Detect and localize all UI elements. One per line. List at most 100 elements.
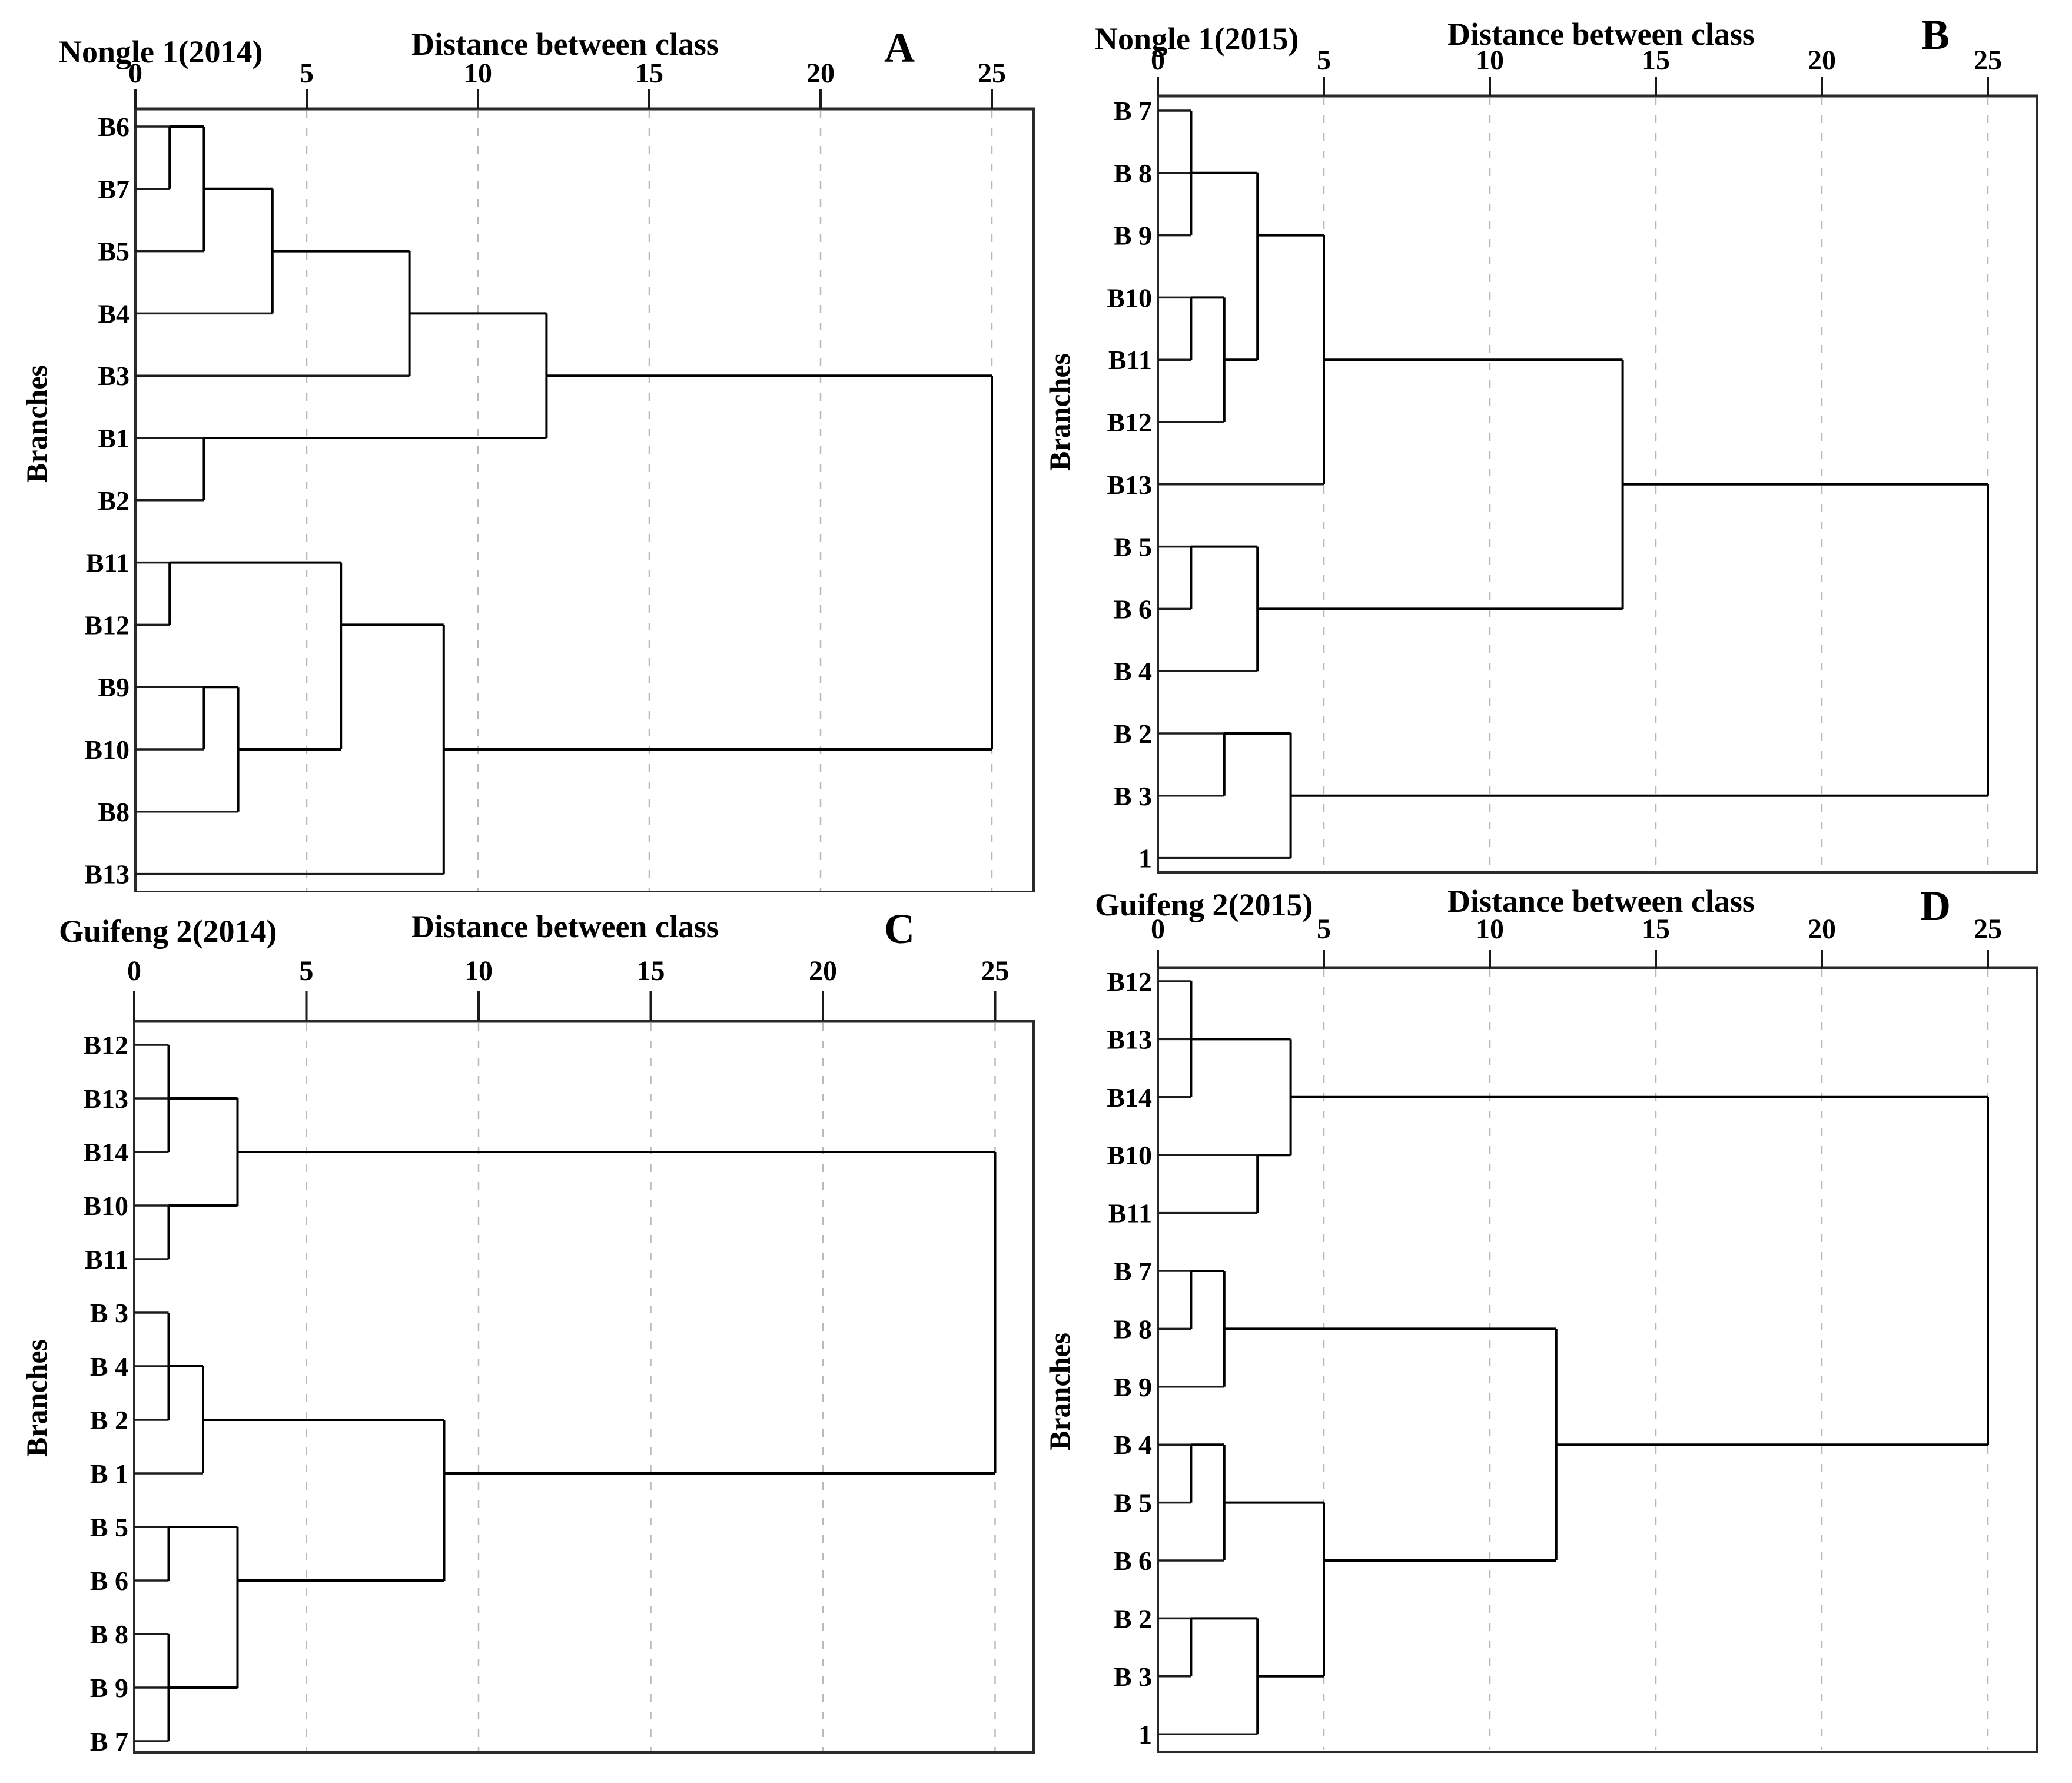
y-axis-label: Branches	[20, 1339, 53, 1457]
x-axis-title: Distance between class	[1447, 884, 1755, 919]
panel-title: Nongle 1(2014)	[59, 34, 263, 69]
leaf-label: B9	[98, 672, 130, 702]
y-axis-label: Branches	[1043, 1333, 1076, 1450]
leaf-label: B 8	[1114, 1314, 1152, 1344]
leaf-label: B 3	[1114, 781, 1152, 811]
leaf-label: B 4	[1114, 656, 1152, 686]
leaf-label: B10	[1107, 283, 1152, 313]
x-axis-title: Distance between class	[411, 26, 719, 62]
leaf-label: B 2	[1114, 1603, 1152, 1633]
leaf-label: B 9	[1114, 1372, 1152, 1402]
leaf-label: B12	[1107, 407, 1152, 437]
axis-tick-label: 0	[1151, 45, 1165, 76]
leaf-label: B7	[98, 174, 130, 204]
axis-tick-label: 20	[1808, 914, 1836, 945]
leaf-label: B 8	[90, 1619, 128, 1649]
axis-tick-label: 5	[300, 955, 314, 987]
axis-tick-label: 15	[637, 955, 665, 987]
leaf-label: B13	[83, 1084, 128, 1114]
leaf-label: B 5	[1114, 1488, 1152, 1518]
panel-title: Guifeng 2(2015)	[1095, 887, 1313, 922]
leaf-label: B12	[1107, 967, 1152, 997]
leaf-label: B 7	[1114, 96, 1152, 126]
leaf-label: B 6	[90, 1566, 128, 1596]
leaf-label: B3	[98, 361, 130, 391]
leaf-label: B6	[98, 112, 130, 142]
leaf-label: B11	[85, 1244, 128, 1274]
axis-tick-label: 5	[1317, 914, 1331, 945]
y-axis-label: Branches	[1043, 353, 1076, 471]
leaf-label: B 9	[1114, 221, 1152, 251]
leaf-label: B 2	[90, 1405, 128, 1435]
leaf-label: B13	[84, 859, 130, 889]
leaf-label: B 1	[90, 1459, 128, 1489]
leaf-label: B 7	[1114, 1256, 1152, 1286]
leaf-label: B 3	[1114, 1662, 1152, 1692]
y-axis-label: Branches	[20, 365, 53, 483]
axis-tick-label: 20	[806, 58, 835, 89]
axis-tick-label: 20	[809, 955, 837, 987]
panel-letter: D	[1920, 882, 1951, 929]
panel-letter: B	[1921, 11, 1950, 58]
leaf-label: B11	[1108, 345, 1152, 375]
axis-tick-label: 10	[464, 955, 493, 987]
leaf-label: B 9	[90, 1673, 128, 1703]
x-axis-title: Distance between class	[1447, 16, 1755, 52]
axis-tick-label: 25	[1974, 914, 2002, 945]
panel-letter: A	[884, 24, 915, 71]
leaf-label: B14	[83, 1137, 128, 1167]
leaf-label: B 4	[1114, 1430, 1152, 1460]
leaf-label: B10	[83, 1191, 128, 1221]
leaf-label: 1	[1138, 844, 1152, 874]
leaf-label: B11	[86, 548, 130, 578]
panel-letter: C	[884, 905, 915, 952]
axis-tick-label: 15	[1642, 914, 1670, 945]
leaf-label: B1	[98, 423, 130, 453]
axis-tick-label: 15	[635, 58, 663, 89]
leaf-label: B5	[98, 237, 130, 267]
leaf-label: B13	[1107, 470, 1152, 500]
leaf-label: 1	[1138, 1719, 1152, 1749]
leaf-label: B10	[84, 735, 130, 765]
leaf-label: B12	[84, 610, 130, 640]
axis-tick-label: 25	[1974, 45, 2002, 76]
leaf-label: B4	[98, 298, 130, 328]
leaf-label: B 7	[90, 1726, 128, 1757]
leaf-label: B14	[1107, 1083, 1152, 1113]
axis-tick-label: 0	[128, 58, 142, 89]
leaf-label: B8	[98, 797, 130, 827]
leaf-label: B 6	[1114, 594, 1152, 624]
leaf-label: B 8	[1114, 158, 1152, 188]
axis-tick-label: 5	[1317, 45, 1331, 76]
axis-tick-label: 15	[1642, 45, 1670, 76]
axis-tick-label: 10	[1476, 914, 1504, 945]
leaf-label: B 5	[1114, 532, 1152, 562]
axis-tick-label: 25	[981, 955, 1010, 987]
x-axis-title: Distance between class	[411, 909, 719, 944]
axis-tick-label: 10	[1476, 45, 1504, 76]
panel-title: Guifeng 2(2014)	[59, 914, 277, 949]
leaf-label: B11	[1108, 1198, 1152, 1228]
axis-tick-label: 5	[300, 58, 314, 89]
axis-tick-label: 0	[1151, 914, 1165, 945]
leaf-label: B2	[98, 486, 130, 516]
axis-tick-label: 0	[127, 955, 141, 987]
leaf-label: B12	[83, 1030, 128, 1060]
axis-tick-label: 20	[1808, 45, 1836, 76]
leaf-label: B 3	[90, 1298, 128, 1328]
leaf-label: B13	[1107, 1024, 1152, 1054]
axis-tick-label: 25	[978, 58, 1006, 89]
leaf-label: B 2	[1114, 719, 1152, 749]
panel-title: Nongle 1(2015)	[1095, 21, 1299, 57]
axis-tick-label: 10	[464, 58, 492, 89]
leaf-label: B 5	[90, 1512, 128, 1542]
